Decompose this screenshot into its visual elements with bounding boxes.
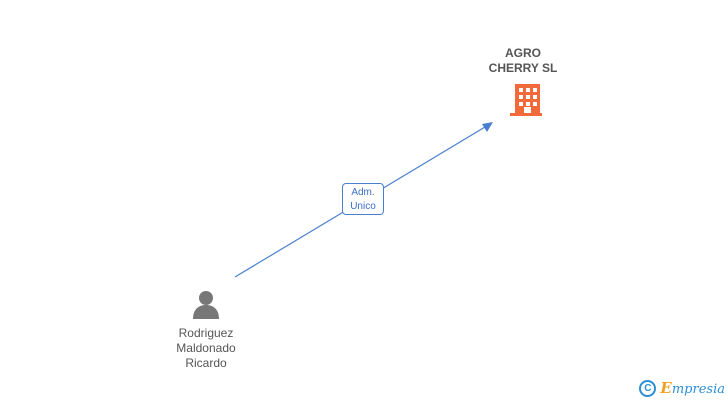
relation-label-line2: Unico [350,201,376,212]
brand-logo: Empresia [660,379,725,397]
person-name-line1: Rodriguez [178,326,234,340]
brand-rest: mpresia [671,382,725,397]
edge-arrowhead [482,122,493,132]
person-name-line2: Maldonado [176,341,236,355]
brand-initial: E [660,379,672,397]
empresia-footer[interactable]: C Empresia [639,378,725,398]
person-name-line3: Ricardo [185,356,227,370]
person-name[interactable]: Rodriguez Maldonado Ricardo [146,326,266,371]
building-icon[interactable] [510,84,542,116]
copyright-icon: C [639,379,657,397]
company-name-line2: CHERRY SL [488,61,558,75]
company-name-line1: AGRO [505,46,541,60]
company-name[interactable]: AGRO CHERRY SL [463,46,583,76]
relation-label-line1: Adm. [351,187,375,198]
relation-label[interactable]: Adm. Unico [342,183,384,215]
person-icon[interactable] [193,291,219,319]
